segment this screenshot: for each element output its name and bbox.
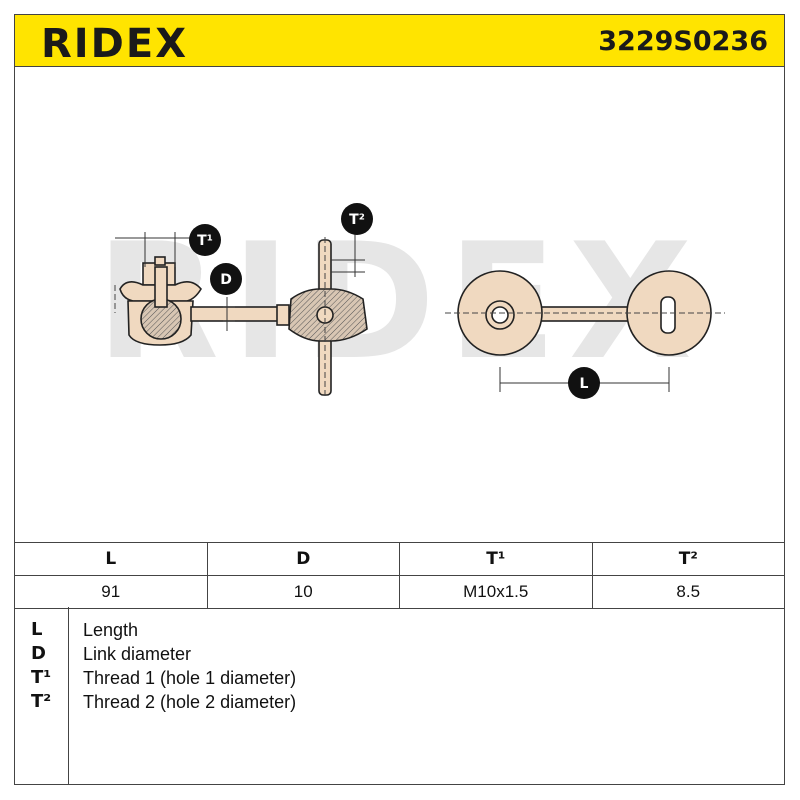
- legend-text: Length: [83, 620, 139, 640]
- spec-header-t2: T²: [591, 542, 785, 576]
- legend-item: D Link diameter: [15, 642, 775, 666]
- spec-value-t1: M10x1.5: [399, 575, 593, 609]
- label-d-badge: D: [210, 263, 242, 295]
- legend-text: Thread 1 (hole 1 diameter): [83, 668, 297, 688]
- t1-dimension: [115, 232, 190, 267]
- label-l-badge: L: [568, 367, 600, 399]
- spec-value-d: 10: [206, 575, 400, 609]
- svg-text:T¹: T¹: [197, 233, 213, 249]
- legend-text: Thread 2 (hole 2 diameter): [83, 692, 297, 712]
- svg-text:L: L: [580, 376, 589, 392]
- spec-header-l: L: [14, 542, 208, 576]
- brand-logo: RIDEX: [41, 21, 189, 67]
- svg-text:D: D: [220, 272, 232, 288]
- label-t1-badge: T¹: [189, 224, 221, 256]
- spec-value-l: 91: [14, 575, 208, 609]
- legend-panel: L Length D Link diameter T¹ Thread 1 (ho…: [14, 607, 785, 785]
- legend-divider: [68, 607, 69, 784]
- part-number: 3229S0236: [598, 26, 768, 57]
- specs-header-row: L D T¹ T²: [14, 542, 785, 576]
- t2-dimension: [331, 230, 365, 277]
- spec-value-t2: 8.5: [591, 575, 785, 609]
- legend-item: T¹ Thread 1 (hole 1 diameter): [15, 666, 775, 690]
- legend-symbol: T²: [31, 691, 52, 712]
- legend-symbol: T¹: [31, 667, 52, 688]
- header-bar: RIDEX 3229S0236: [14, 14, 785, 67]
- bushing-end-view: [276, 239, 368, 396]
- legend-item: T² Thread 2 (hole 2 diameter): [15, 690, 775, 714]
- label-t2-badge: T²: [341, 203, 373, 235]
- ball-joint-side-view: [119, 256, 288, 346]
- legend-symbol: D: [31, 643, 46, 664]
- legend-symbol: L: [31, 619, 43, 640]
- svg-text:T²: T²: [349, 212, 365, 228]
- spec-header-d: D: [206, 542, 400, 576]
- specs-value-row: 91 10 M10x1.5 8.5: [14, 575, 785, 609]
- d-dimension: [223, 297, 235, 331]
- specs-table: L D T¹ T² 91 10 M10x1.5 8.5: [14, 542, 785, 609]
- technical-drawing: RIDEX: [96, 203, 725, 399]
- spec-header-t1: T¹: [399, 542, 593, 576]
- legend-text: Link diameter: [83, 644, 192, 664]
- legend-item: L Length: [15, 618, 775, 642]
